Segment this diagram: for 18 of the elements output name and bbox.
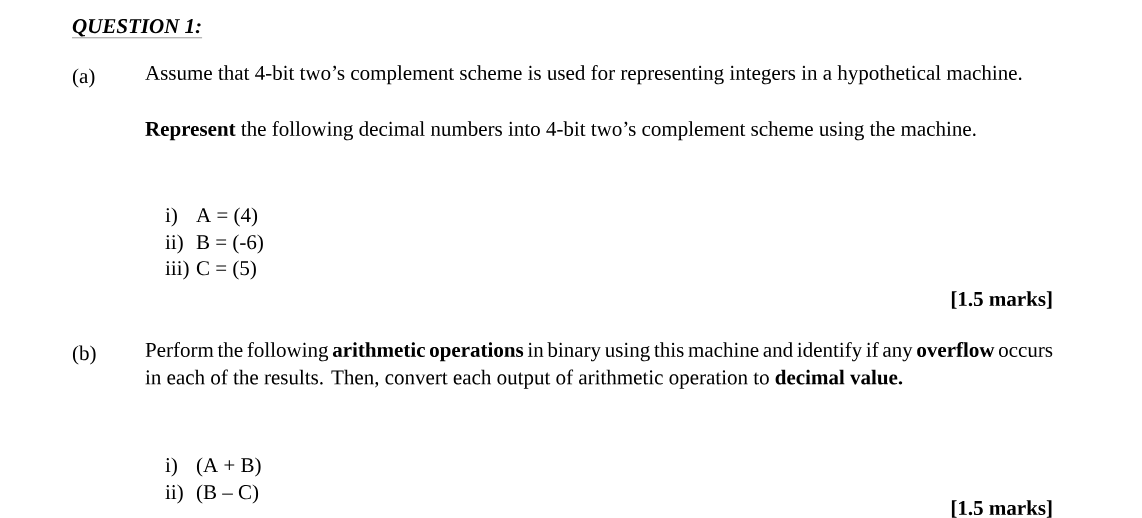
heading: QUESTION 1: xyxy=(71,19,203,38)
paragraph: Assume that 4-bit two’s complement scheme is used for representing integers in a hypothetical machine. xyxy=(145,65,1022,85)
list-item: (A + B) xyxy=(196,457,261,477)
item-number: i) xyxy=(165,207,177,227)
paragraph: Represent the following decimal numbers into 4-bit two’s complement scheme using the machine. xyxy=(145,121,976,141)
paragraph: Perform the following arithmetic operations in binary using this machine and identify if any overflow occurs in each of the results. Then, convert each output of arithmetic operation to decimal value. xyxy=(145,342,1053,389)
item-number: (b) xyxy=(72,345,96,365)
list-item: B = (-6) xyxy=(196,234,263,254)
list-item: C = (5) xyxy=(196,260,256,280)
list-item: (B – C) xyxy=(196,484,259,504)
list-item: A = (4) xyxy=(196,207,258,227)
item-number: ii) xyxy=(165,484,183,504)
marks-label: [1.5 marks] xyxy=(951,500,1052,518)
item-number: i) xyxy=(165,457,177,477)
item-number: (a) xyxy=(72,68,95,88)
item-number: iii) xyxy=(165,260,189,280)
marks-label: [1.5 marks] xyxy=(951,291,1052,309)
item-number: ii) xyxy=(165,234,183,254)
